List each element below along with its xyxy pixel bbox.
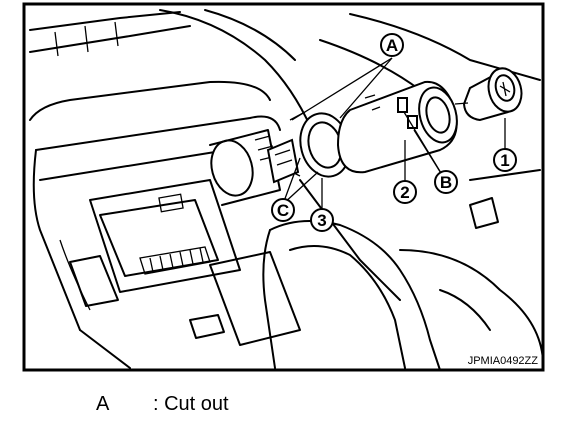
legend-text: : Cut out [153, 393, 229, 415]
callout-1: 1 [493, 148, 517, 172]
callout-C: C [271, 198, 295, 222]
svg-text:B: B [440, 173, 452, 192]
svg-text:3: 3 [317, 211, 326, 230]
legend-item: A : Cut out [96, 393, 229, 415]
callout-A: A [380, 33, 404, 57]
svg-text:C: C [277, 201, 289, 220]
callout-3: 3 [310, 208, 334, 232]
socket-housing [209, 129, 281, 206]
shift-boot [189, 197, 544, 371]
figure-code: JPMIA0492ZZ [468, 355, 539, 367]
legend-key: A [96, 393, 110, 415]
callout-2: 2 [393, 180, 417, 204]
leader-lines [282, 57, 506, 212]
ring-part-3 [266, 111, 351, 184]
svg-text:1: 1 [500, 151, 509, 170]
center-console [29, 9, 541, 369]
svg-text:2: 2 [400, 183, 409, 202]
svg-text:A: A [386, 36, 398, 55]
ashtray-opening [59, 179, 241, 311]
callout-B: B [434, 170, 458, 194]
lighter-plug-1 [462, 67, 523, 122]
figure-frame [22, 2, 545, 372]
